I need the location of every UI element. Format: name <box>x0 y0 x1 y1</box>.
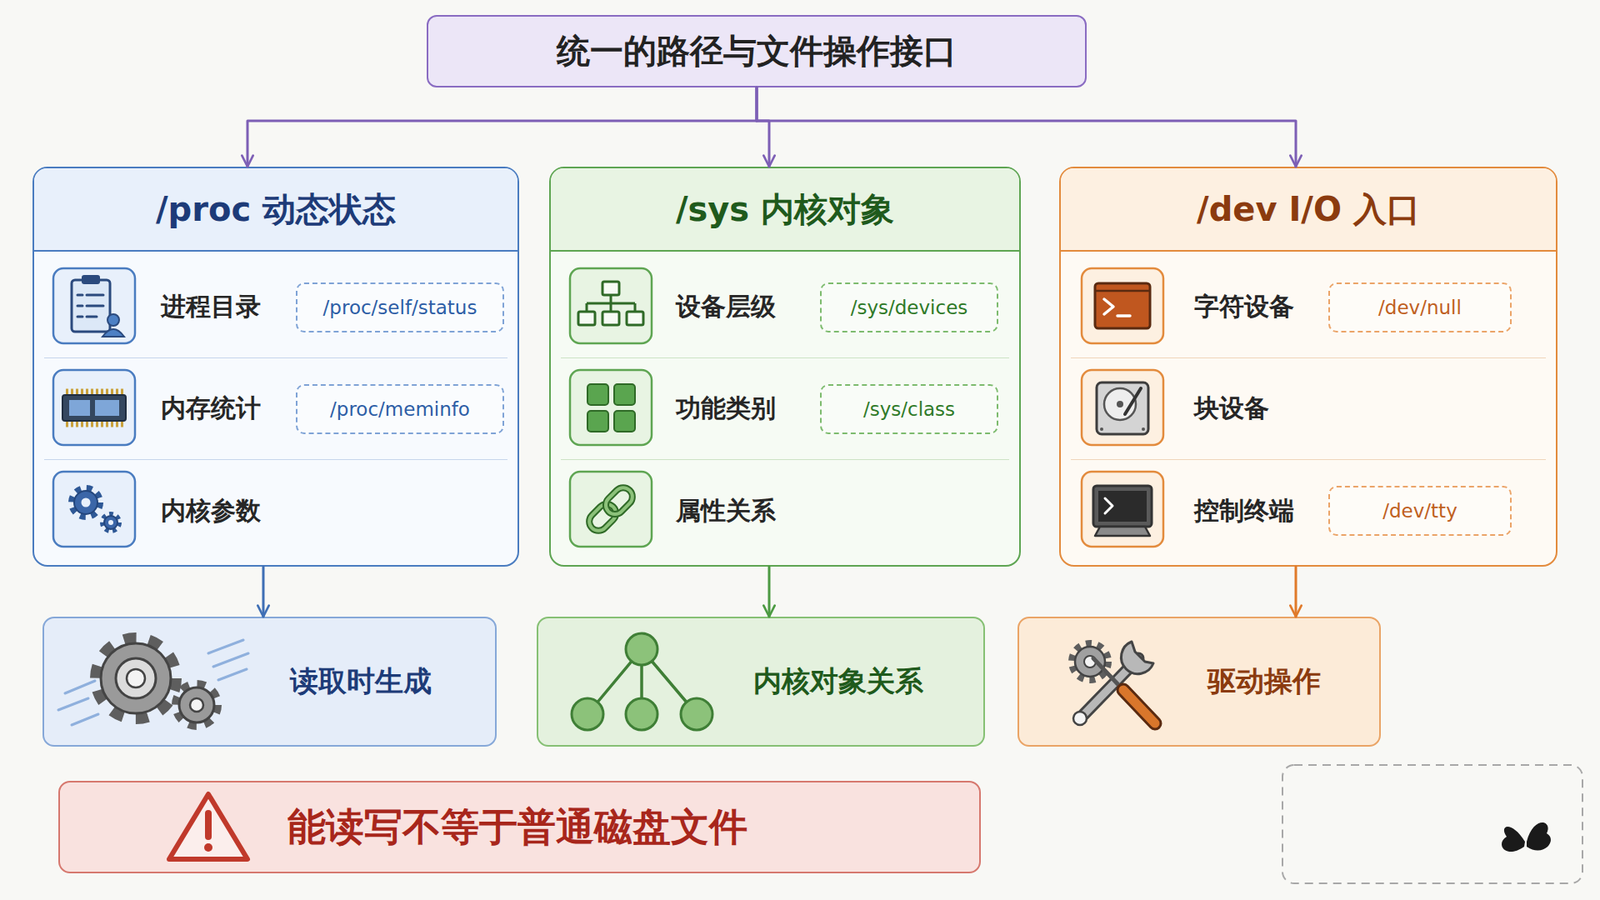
item-row: 属性关系 <box>560 460 1010 562</box>
connector-arrow <box>756 87 1296 167</box>
panel-heading: /dev I/O 入口 <box>1060 168 1556 252</box>
item-row: 块设备 <box>1070 358 1546 460</box>
connector-arrow <box>247 87 757 167</box>
path-text: /proc/meminfo <box>330 398 470 420</box>
item-row: 字符设备/dev/null <box>1070 256 1546 359</box>
path-tag: /dev/tty <box>1328 485 1512 536</box>
item-label: 功能类别 <box>675 391 776 426</box>
path-text: /sys/class <box>863 398 955 420</box>
warning-banner: 能读写不等于普通磁盘文件 <box>58 780 981 874</box>
path-tag: /dev/null <box>1328 282 1512 333</box>
item-label: 字符设备 <box>1194 290 1295 325</box>
connector-arrow <box>1295 566 1298 617</box>
item-label: 设备层级 <box>675 290 776 325</box>
item-row: 设备层级/sys/devices <box>560 256 1010 359</box>
path-text: /dev/null <box>1378 296 1462 319</box>
item-label: 内存统计 <box>160 391 261 426</box>
result-box: 读取时生成 <box>42 616 497 747</box>
path-tag: /sys/devices <box>820 282 999 333</box>
result-text: 内核对象关系 <box>753 662 924 701</box>
path-tag: /sys/class <box>820 384 999 435</box>
item-row: 内存统计/proc/meminfo <box>44 358 508 460</box>
connector-arrow <box>756 87 770 167</box>
result-text: 驱动操作 <box>1207 662 1321 701</box>
item-row: 控制终端/dev/tty <box>1070 460 1546 562</box>
path-tag: /proc/meminfo <box>295 384 505 435</box>
result-box: 驱动操作 <box>1017 616 1381 747</box>
title-box: 统一的路径与文件操作接口 <box>426 15 1087 88</box>
title-text: 统一的路径与文件操作接口 <box>556 28 957 75</box>
connector-arrow <box>262 566 265 617</box>
item-label: 属性关系 <box>675 494 776 529</box>
item-label: 块设备 <box>1194 391 1270 426</box>
item-row: 内核参数 <box>44 460 508 562</box>
category-panel: /sys 内核对象设备层级/sys/devices功能类别/sys/class属… <box>549 166 1021 567</box>
logo-frame <box>1526 822 1551 851</box>
logo-frame <box>1282 765 1583 884</box>
path-text: /proc/self/status <box>323 296 478 319</box>
logo-frame <box>1282 765 1583 884</box>
item-label: 控制终端 <box>1194 494 1295 529</box>
connector-arrow <box>768 566 771 617</box>
result-box: 内核对象关系 <box>536 616 985 747</box>
result-text: 读取时生成 <box>290 662 432 701</box>
path-tag: /proc/self/status <box>295 282 505 333</box>
category-panel: /proc 动态状态进程目录/proc/self/status内存统计/proc… <box>32 166 520 567</box>
path-text: /sys/devices <box>850 296 969 319</box>
category-panel: /dev I/O 入口字符设备/dev/null块设备控制终端/dev/tty <box>1059 166 1558 567</box>
logo-frame <box>1501 826 1525 852</box>
item-row: 进程目录/proc/self/status <box>44 256 508 359</box>
item-label: 内核参数 <box>160 494 261 529</box>
path-text: /dev/tty <box>1382 500 1458 522</box>
panel-heading: /proc 动态状态 <box>34 168 518 252</box>
panel-heading: /sys 内核对象 <box>550 168 1020 252</box>
warning-text: 能读写不等于普通磁盘文件 <box>287 801 748 854</box>
item-row: 功能类别/sys/class <box>560 358 1010 460</box>
item-label: 进程目录 <box>160 290 261 325</box>
